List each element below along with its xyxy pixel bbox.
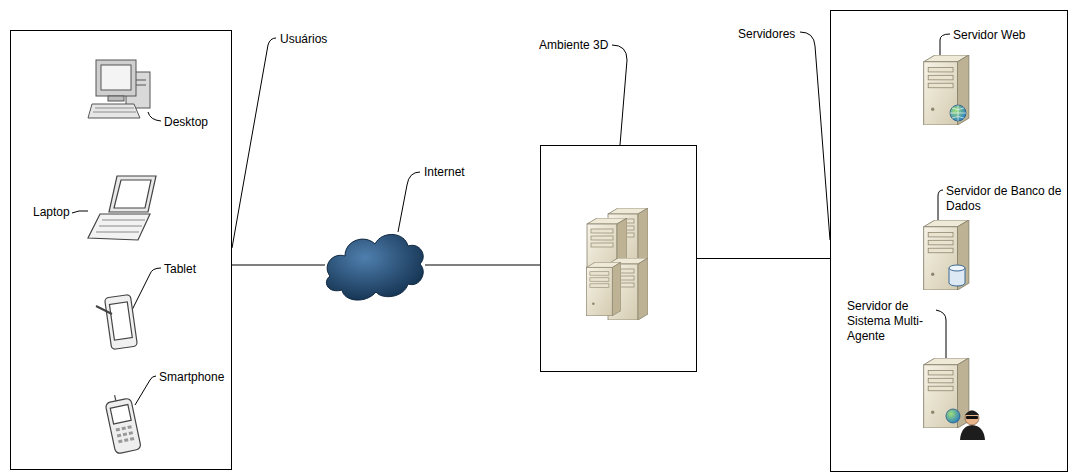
desktop-icon [88,60,150,118]
server-label: Servidor de Sistema Multi-Agente [847,299,933,346]
node-label: Servidor Web [953,28,1025,43]
node-label: Laptop [33,205,70,220]
tablet-icon [96,294,137,349]
network-link [232,265,325,266]
internet-cloud: Internet [325,225,425,305]
servers-box: ServidoresServidor WebServidor de Banco … [830,10,1068,472]
network-link [425,265,540,266]
server-label: Servidor Web [953,28,1028,45]
device-label: Tablet [164,262,199,279]
smartphone-icon [104,392,141,454]
database-server-icon [924,220,969,290]
leader-lines [72,32,950,405]
group-heading: Usuários [280,32,327,47]
group-heading: Servidores [738,27,795,42]
group-heading: Internet [424,165,465,180]
environment-box: Ambiente 3D [540,145,697,372]
internet-cloud [326,234,423,300]
server-cluster [587,208,648,330]
server-tower [586,262,621,316]
node-label: Smartphone [159,370,224,385]
users-box: UsuáriosDesktopLaptopTabletSmartphone [10,30,232,470]
node-label: Servidor de Sistema Multi-Agente [847,299,931,344]
node-label: Servidor de Banco de Dados [946,184,1062,214]
device-label: Laptop [33,205,72,222]
device-label: Smartphone [159,370,227,387]
device-label: Desktop [164,115,211,132]
server-label: Servidor de Banco de Dados [946,184,1064,216]
multi-agent-server-icon [924,358,985,440]
node-label: Tablet [164,262,196,277]
node-label: Desktop [164,115,208,130]
network-link [697,258,830,259]
group-heading: Ambiente 3D [539,38,608,53]
laptop-icon [88,176,156,240]
web-server-icon [924,55,969,125]
